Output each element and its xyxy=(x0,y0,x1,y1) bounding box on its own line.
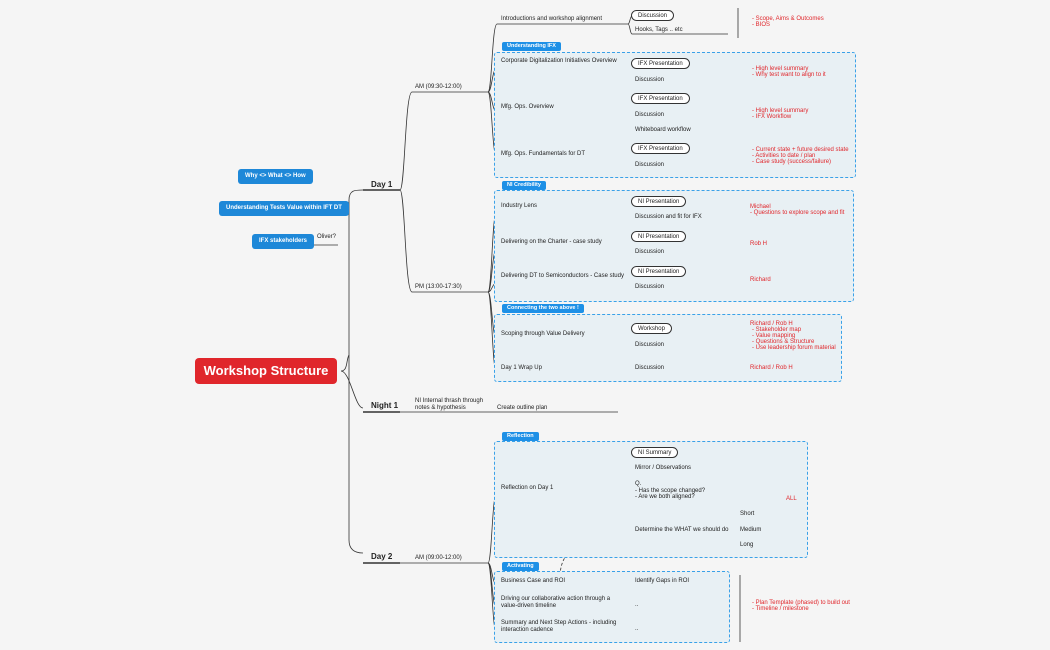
reflect-q1: - Has the scope changed? xyxy=(635,488,706,494)
note-fund-1: - Current state + future desired state xyxy=(752,147,849,153)
pill-lens-pres[interactable]: NI Presentation xyxy=(631,196,687,207)
note-mfg-1: - High level summary xyxy=(752,108,809,114)
note-lens-2: - Questions to explore scope and fit xyxy=(750,210,845,216)
corp-discussion: Discussion xyxy=(635,77,665,83)
reflect-q2: - Are we both aligned? xyxy=(635,494,695,500)
pill-scoping-workshop[interactable]: Workshop xyxy=(631,323,672,334)
topic-mfg: Mfg. Ops. Overview xyxy=(501,104,554,110)
mfg-whiteboard: Whiteboard workflow xyxy=(635,127,691,133)
note-scoping-3: - Value mapping xyxy=(752,333,796,339)
group-reflection-box xyxy=(494,441,808,558)
day1-label[interactable]: Day 1 xyxy=(371,180,393,189)
group-tag-activating[interactable]: Activating xyxy=(502,562,539,571)
note-intro-1: - Scope, Aims & Outcomes xyxy=(752,16,824,22)
pill-corp-pres[interactable]: IFX Presentation xyxy=(631,58,690,69)
note-intro-2: - BIOS xyxy=(752,22,771,28)
note-mfg-2: - IFX Workflow xyxy=(752,114,792,120)
group-understanding-box xyxy=(494,52,856,178)
session-am2: AM (09:00-12:00) xyxy=(415,555,462,561)
bc-gaps: Identify Gaps in ROI xyxy=(635,578,690,584)
night-thrash: NI Internal thrash through notes & hypot… xyxy=(415,398,484,411)
note-plan-1: - Plan Template (phased) to build out xyxy=(752,600,850,606)
group-tag-reflection[interactable]: Reflection xyxy=(502,432,539,441)
scoping-discussion: Discussion xyxy=(635,342,665,348)
note-lens-1: Michael xyxy=(750,204,771,210)
reflect-short: Short xyxy=(740,511,755,517)
note-scoping-1: Richard / Rob H xyxy=(750,321,793,327)
note-wrap: Richard / Rob H xyxy=(750,365,793,371)
night-plan: Create outline plan xyxy=(497,405,548,411)
reflect-mirror: Mirror / Observations xyxy=(635,465,692,471)
side-button-understanding-value[interactable]: Understanding Tests Value within IFT DT xyxy=(219,201,349,216)
topic-semi: Delivering DT to Semiconductors - Case s… xyxy=(501,273,624,279)
pill-intro-discussion[interactable]: Discussion xyxy=(631,10,675,21)
topic-summary: Summary and Next Step Actions - includin… xyxy=(501,620,617,633)
semi-discussion: Discussion xyxy=(635,284,665,290)
topic-fund: Mfg. Ops. Fundamentals for DT xyxy=(501,151,586,157)
night1-label[interactable]: Night 1 xyxy=(371,401,399,410)
summary-dots: .. xyxy=(635,626,639,632)
reflect-what: Determine the WHAT we should do xyxy=(635,527,729,533)
note-scoping-5: - Use leadership forum material xyxy=(752,345,836,351)
pill-fund-pres[interactable]: IFX Presentation xyxy=(631,143,690,154)
oliver-label: Oliver? xyxy=(317,234,337,240)
reflect-q: Q. xyxy=(635,481,642,487)
topic-corp: Corporate Digitalization Initiatives Ove… xyxy=(501,58,617,64)
pill-mfg-pres[interactable]: IFX Presentation xyxy=(631,93,690,104)
topic-intro: Introductions and workshop alignment xyxy=(501,16,603,22)
lens-discussion: Discussion and fit for IFX xyxy=(635,214,702,220)
group-tag-credibility[interactable]: NI Credibility xyxy=(502,181,546,190)
charter-discussion: Discussion xyxy=(635,249,665,255)
note-fund-3: - Case study (success/failure) xyxy=(752,159,832,165)
note-corp-2: - Why test want to align to it xyxy=(752,72,826,78)
group-tag-understanding[interactable]: Understanding IFX xyxy=(502,42,561,51)
note-fund-2: - Activities to date / plan xyxy=(752,153,816,159)
note-scoping-2: - Stakeholder map xyxy=(752,327,802,333)
note-all: ALL xyxy=(786,496,797,502)
group-activating-box xyxy=(494,571,730,643)
topic-business-case: Business Case and ROI xyxy=(501,578,566,584)
note-scoping-4: - Questions & Structure xyxy=(752,339,815,345)
topic-wrap: Day 1 Wrap Up xyxy=(501,365,542,371)
topic-scoping: Scoping through Value Delivery xyxy=(501,331,585,337)
reflect-medium: Medium xyxy=(740,527,762,533)
side-button-ifx-stakeholders[interactable]: IFX stakeholders xyxy=(252,234,315,249)
session-am1: AM (09:30-12:00) xyxy=(415,84,462,90)
group-credibility-box xyxy=(494,190,854,302)
day2-label[interactable]: Day 2 xyxy=(371,552,393,561)
root-node[interactable]: Workshop Structure xyxy=(195,358,337,384)
mfg-discussion: Discussion xyxy=(635,112,665,118)
topic-reflect: Reflection on Day 1 xyxy=(501,485,554,491)
reflect-long: Long xyxy=(740,542,754,548)
topic-charter: Delivering on the Charter - case study xyxy=(501,239,602,245)
note-corp-1: - High level summary xyxy=(752,66,809,72)
drive-dots: .. xyxy=(635,602,639,608)
pill-semi-pres[interactable]: NI Presentation xyxy=(631,266,687,277)
pill-charter-pres[interactable]: NI Presentation xyxy=(631,231,687,242)
fund-discussion: Discussion xyxy=(635,162,665,168)
topic-driving: Driving our collaborative action through… xyxy=(501,596,611,609)
note-plan-2: - Timeline / milestone xyxy=(752,606,809,612)
topic-lens: Industry Lens xyxy=(501,203,538,209)
note-semi: Richard xyxy=(750,277,771,283)
side-button-why-what-how[interactable]: Why <> What <> How xyxy=(238,169,313,184)
wrap-discussion: Discussion xyxy=(635,365,665,371)
pill-ni-summary[interactable]: NI Summary xyxy=(631,447,679,458)
group-tag-connecting[interactable]: Connecting the two above ! xyxy=(502,304,584,313)
session-pm1: PM (13:00-17:30) xyxy=(415,284,462,290)
intro-hooks: Hooks, Tags .. etc xyxy=(635,27,683,33)
note-charter: Rob H xyxy=(750,241,768,247)
